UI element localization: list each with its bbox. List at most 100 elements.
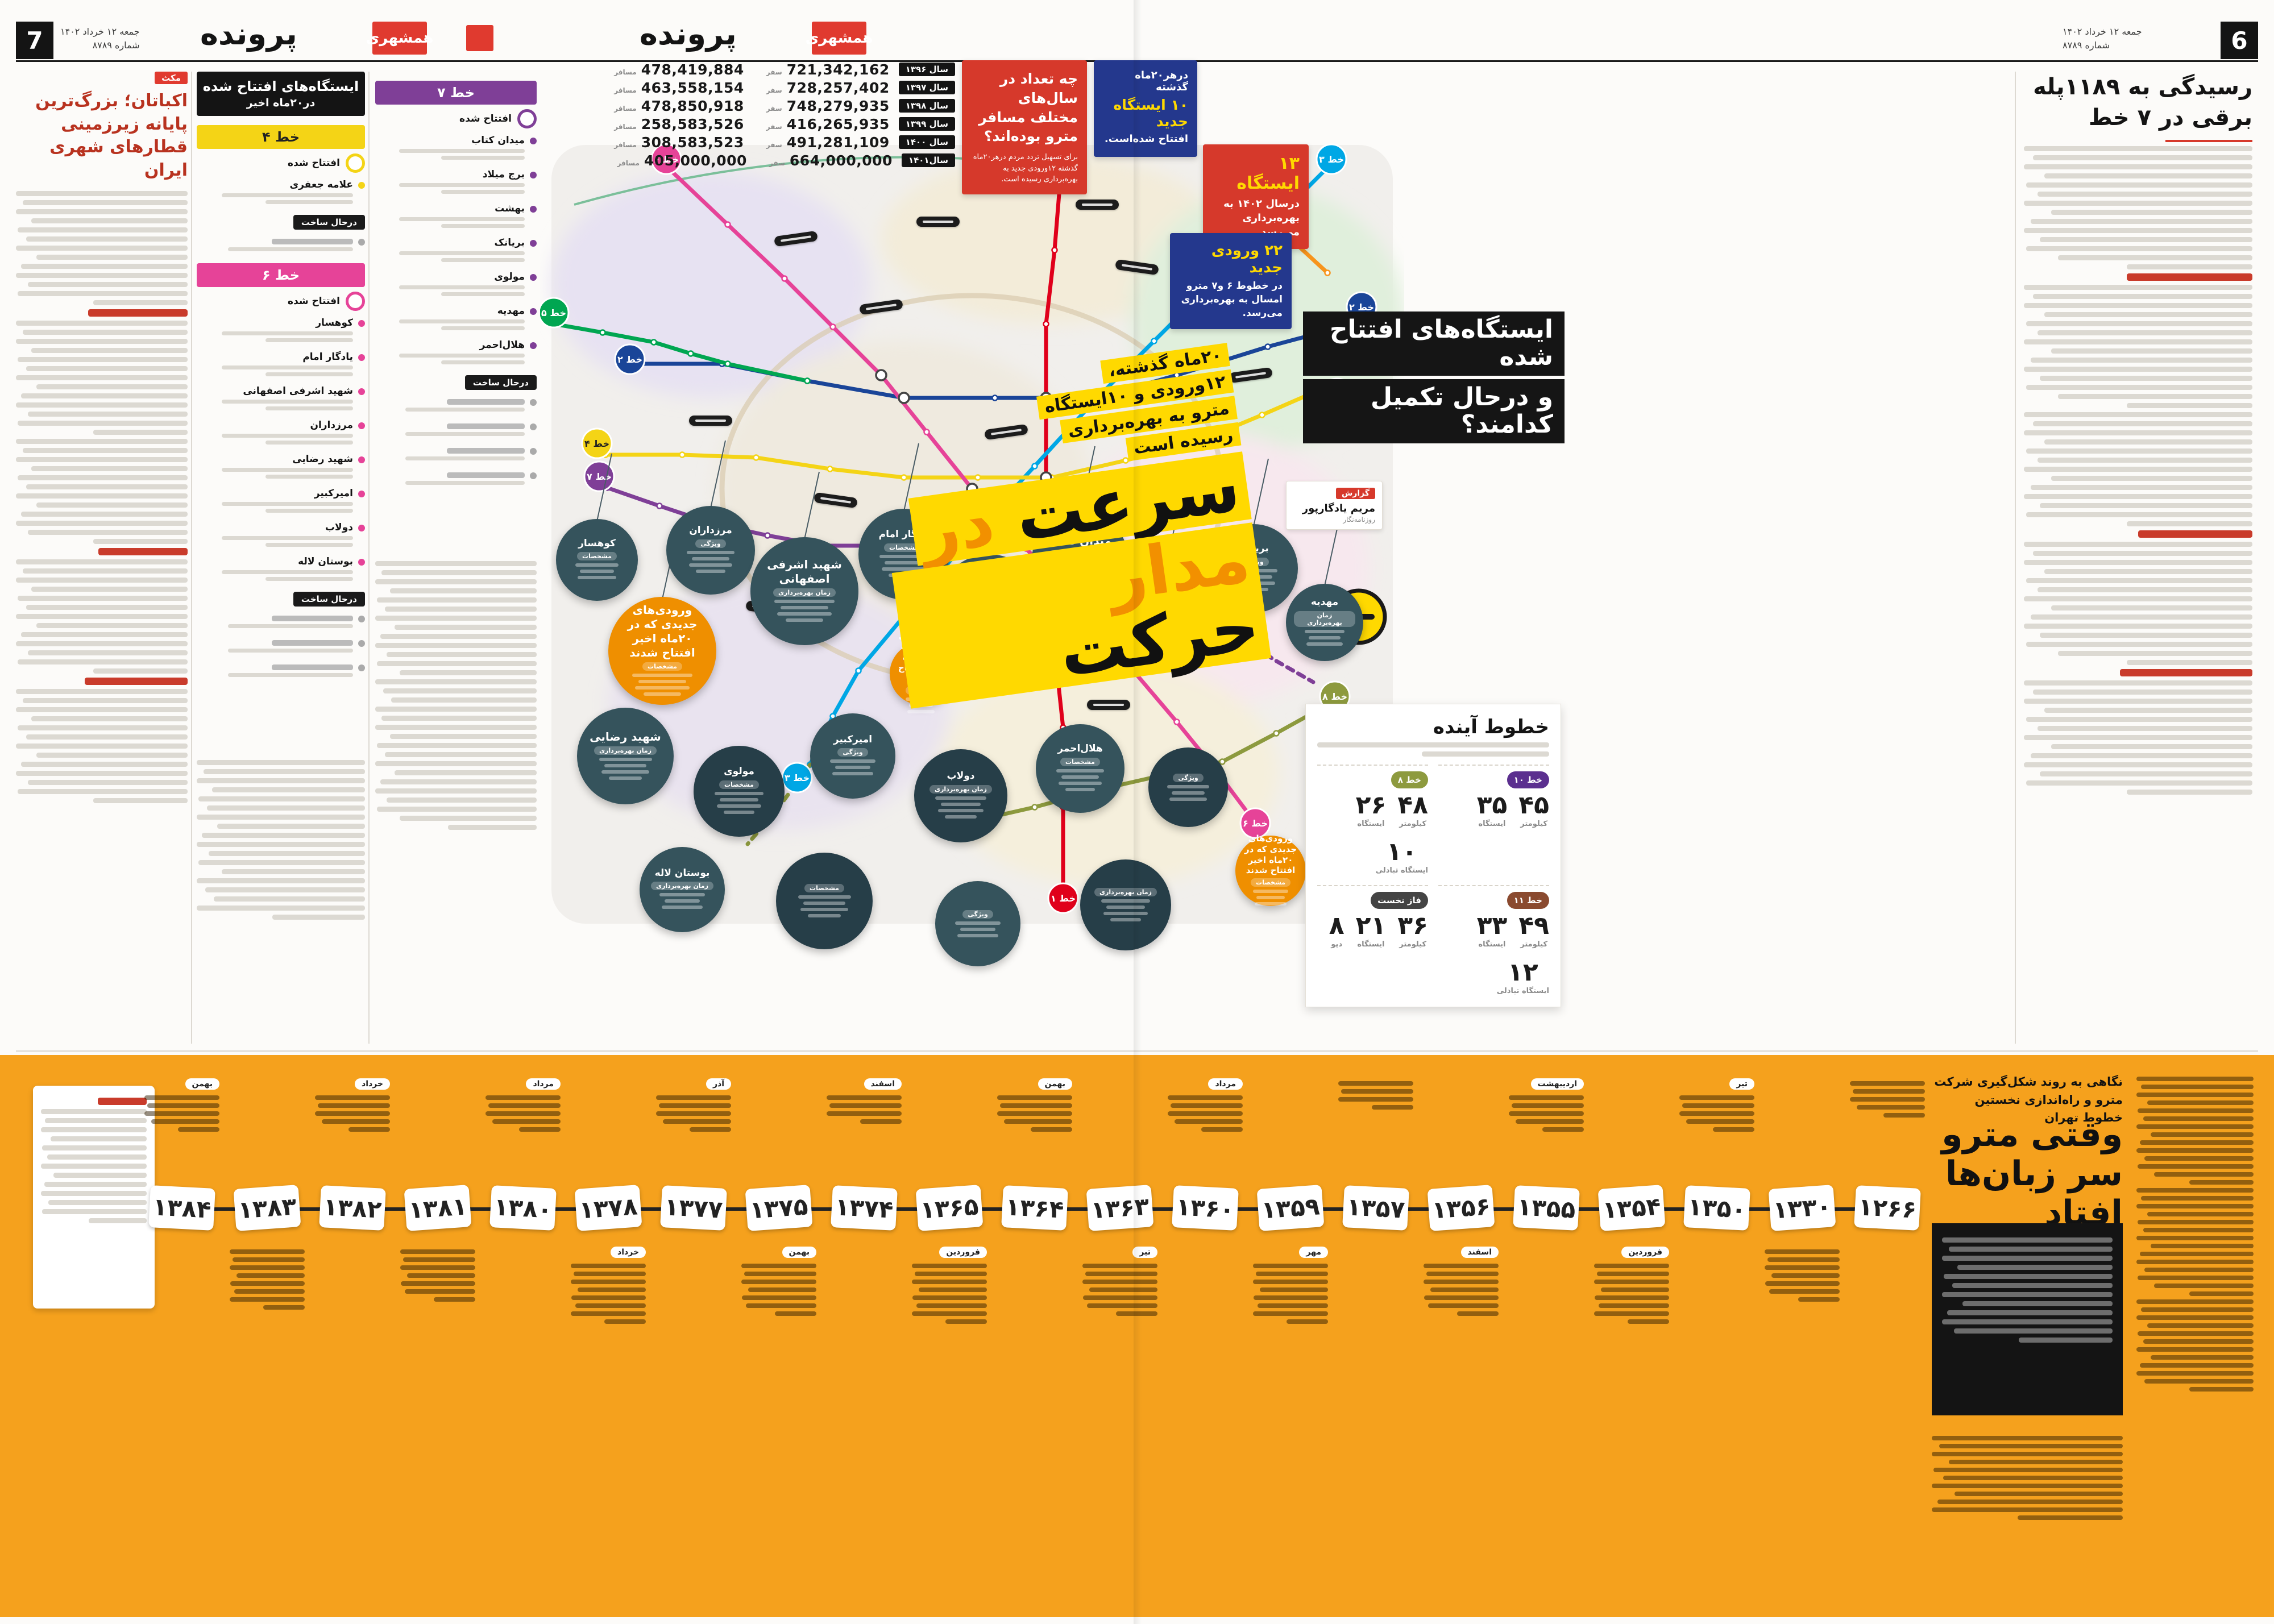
station-dot — [530, 399, 537, 406]
main-headline: ۲۰ماه گذشته، ۱۲ورودی و ۱۰ایستگاه مترو به… — [866, 341, 1272, 709]
open-status-icon — [346, 153, 365, 173]
line-badge: خط ۵ — [540, 297, 570, 329]
station-name: هلال‌احمر — [479, 339, 525, 351]
future-line-chip: فاز نخست — [1371, 892, 1428, 909]
future-lines-title: خطوط آینده — [1433, 716, 1549, 738]
left-article-paragraph — [16, 191, 188, 305]
svg-text:خط ۲: خط ۲ — [617, 354, 642, 365]
station-name: بهشت — [495, 203, 525, 214]
building-status-label: درحال ساخت — [293, 215, 365, 230]
station-list-item-building — [375, 421, 537, 439]
band-right-column — [2136, 1073, 2254, 1395]
station-dot — [530, 423, 537, 430]
station-dot — [530, 240, 537, 247]
date-block-left: جمعه ۱۲ خرداد ۱۴۰۲ شماره ۸۷۸۹ — [60, 25, 140, 52]
station-dot — [530, 206, 537, 213]
station-name: مرزداران — [310, 420, 353, 431]
station-list-item: شهید رضایی — [197, 454, 365, 481]
year-chip: سال ۱۳۹۹ — [898, 117, 955, 131]
fold-shadow — [1134, 0, 1142, 1624]
issue-text-2: شماره ۸۷۸۹ — [2063, 40, 2110, 51]
station-name: برج میلاد — [482, 169, 525, 180]
opened-col-1-tail — [197, 756, 365, 924]
byline-role: روزنامه‌نگار — [1343, 516, 1375, 524]
station-dot — [358, 456, 365, 463]
band-title: وقتی مترو سر زبان‌ها افتاد — [1941, 1115, 2123, 1233]
station-dot — [358, 664, 365, 671]
line-badge: خط ۳ — [1316, 143, 1347, 175]
band-intro-text — [1942, 1237, 2113, 1343]
byline-name: مریم یادگارپور — [1302, 502, 1375, 514]
year-chip: سال ۱۳۹۶ — [898, 63, 955, 76]
byline-label: گزارش — [1335, 488, 1375, 499]
station-name: علامه جعفری — [289, 179, 353, 190]
right-article: رسیدگی به ۱۱۸۹پله برقی در ۷ خط — [2024, 72, 2252, 799]
opened-panel-title: ایستگاه‌های افتتاح شده — [202, 78, 359, 94]
future-line-chip: خط ۱۱ — [1507, 892, 1549, 909]
right-article-title: رسیدگی به ۱۱۸۹پله برقی در ۷ خط — [2033, 74, 2252, 131]
section-title-right: پرونده — [640, 16, 737, 52]
station-list-item: بهشت — [375, 203, 537, 231]
station-name: شهید رضایی — [292, 454, 353, 465]
band-paragraph — [2136, 1077, 2254, 1185]
svg-text:خط ۶: خط ۶ — [654, 154, 679, 165]
station-dot — [358, 388, 365, 395]
line-header: خط ۴ — [197, 125, 365, 149]
right-article-paragraph — [2024, 412, 2252, 526]
station-list-item: کوهسار — [197, 317, 365, 345]
issue-text: شماره ۸۷۸۹ — [92, 40, 140, 51]
column-divider — [368, 72, 370, 1044]
station-list-item-building — [375, 396, 537, 414]
svg-text:خط ۴: خط ۴ — [584, 438, 609, 449]
status-open: افتتاح شده — [375, 109, 537, 128]
section-title-left: پرونده — [200, 16, 298, 52]
station-dot — [530, 342, 537, 349]
station-name: یادگار امام — [302, 351, 353, 363]
band-intro-box — [1932, 1223, 2123, 1415]
open-status-icon — [517, 109, 537, 128]
station-list-item: شهید اشرفی اصفهانی — [197, 385, 365, 413]
opened-col-1: ایستگاه‌های افتتاح شده در۲۰ماه اخیر خط ۴… — [197, 72, 365, 686]
station-list-item: برج میلاد — [375, 169, 537, 197]
banner-line-2: و درحال تکمیل کدامند؟ — [1303, 379, 1565, 443]
line-badge: خط ۷ — [583, 460, 615, 492]
timeline-band — [0, 1055, 2274, 1617]
blue-box2-text: در خطوط ۶ و۷ مترو امسال به بهره‌برداری م… — [1181, 280, 1283, 319]
blue-box-bottom: افتتاح شده‌است. — [1104, 133, 1188, 145]
ridership-question-box: چه تعداد در سال‌های مختلف مسافر مترو بود… — [962, 60, 1087, 194]
year-chip: سال ۱۴۰۰ — [898, 135, 955, 149]
banner-question: ایستگاه‌های افتتاح شده و درحال تکمیل کدا… — [1303, 311, 1565, 443]
band-paragraph — [2136, 1188, 2254, 1296]
station-dot — [358, 640, 365, 647]
station-dot — [358, 182, 365, 189]
date-block-right: جمعه ۱۲ خرداد ۱۴۰۲ شماره ۸۷۸۹ — [2063, 25, 2142, 52]
station-list-item: بوستان لاله — [197, 556, 365, 584]
station-list-item: میدان کتاب — [375, 135, 537, 163]
station-name: بریانک — [494, 237, 525, 248]
next-stations-box: ۱۳ ایستگاه درسال ۱۴۰۲ به بهره‌برداری می‌… — [1203, 144, 1309, 249]
line-badge: خط ۶ — [650, 143, 682, 175]
future-lines-intro — [1317, 742, 1549, 757]
